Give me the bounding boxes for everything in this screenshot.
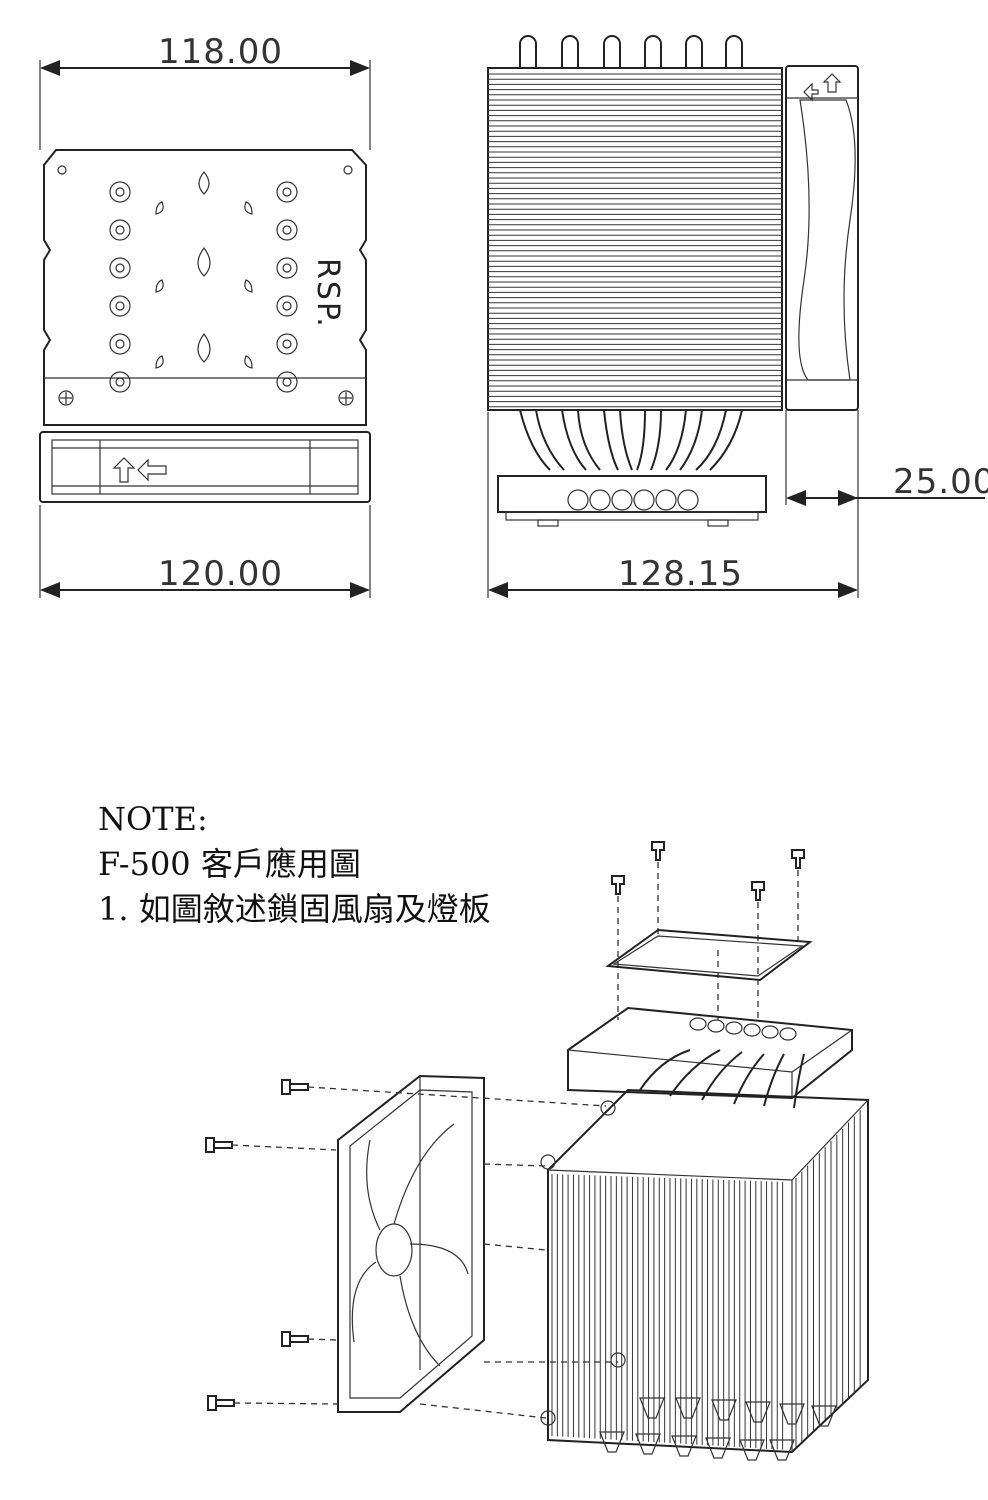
plate-label: RSP. [310,258,345,329]
heatpipe-holes [109,181,298,393]
fan-blades [351,1123,469,1367]
dim-25: 25.00 [893,462,988,502]
exploded-view [205,841,869,1461]
fin-stack [488,73,782,408]
top-screws [611,841,805,901]
airflow-arrows [112,457,167,483]
note-line-2: 1. 如圖敘述鎖固風扇及燈板 [98,890,491,928]
fin-block [551,1110,861,1450]
note-title: NOTE: [98,800,208,838]
front-view: 118.00 [39,32,371,598]
note-line-1: F-500 客戶應用圖 [98,845,361,883]
side-view: 25.00 128.15 [487,35,988,598]
fan-screws [205,1079,309,1411]
dim-120: 120.00 [158,554,283,594]
dim-128: 128.15 [618,554,743,594]
dim-118: 118.00 [158,32,283,72]
